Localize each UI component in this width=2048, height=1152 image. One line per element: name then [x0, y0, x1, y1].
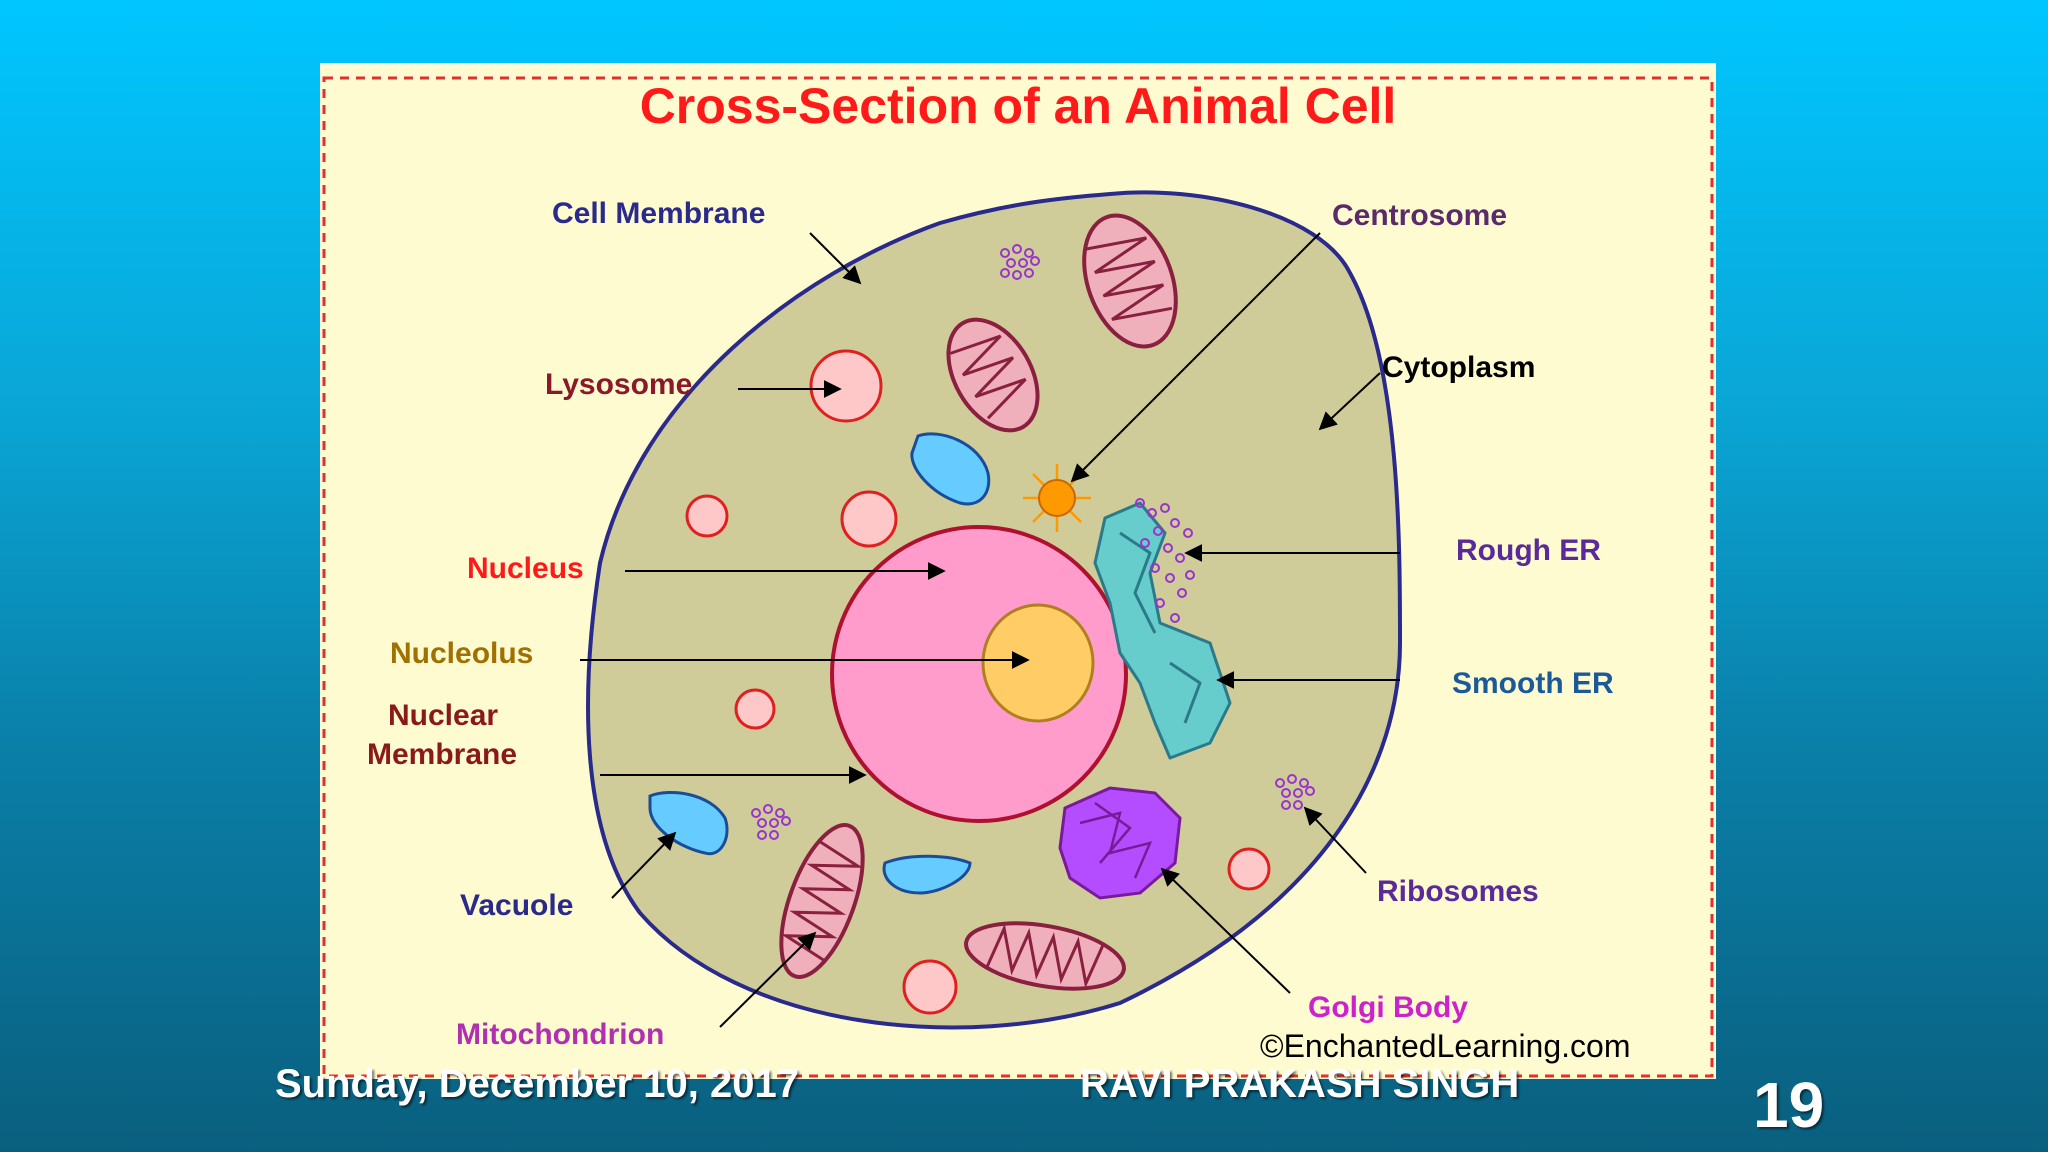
ribosome-clusters — [751, 244, 1315, 840]
footer-date: Sunday, December 10, 2017 — [275, 1062, 799, 1106]
vacuoles — [648, 432, 991, 895]
nucleus — [830, 525, 1128, 823]
pointer-cytoplasm — [1318, 372, 1381, 431]
label-nuclear-membrane-line1: Nuclear — [388, 699, 498, 732]
lysosome — [840, 490, 898, 548]
pointer-vacuole — [611, 831, 677, 899]
label-lysosome: Lysosome — [545, 368, 692, 401]
label-ribosomes: Ribosomes — [1377, 875, 1539, 908]
pointer-cell-membrane — [809, 232, 862, 285]
vacuole — [882, 854, 972, 895]
rough-er — [1135, 498, 1195, 623]
pointer-ribosomes — [1303, 806, 1367, 874]
vacuole — [648, 791, 729, 856]
lysosome — [734, 688, 776, 730]
label-cytoplasm: Cytoplasm — [1382, 351, 1535, 384]
label-mitochondrion: Mitochondrion — [456, 1018, 664, 1051]
vacuole — [910, 432, 991, 506]
pointer-mitochondrion — [719, 931, 817, 1028]
pointer-golgi-body — [1160, 867, 1291, 994]
ribosome-cluster — [1275, 774, 1315, 810]
slide-page-number: 19 — [1753, 1069, 1825, 1141]
copyright-text: ©EnchantedLearning.com — [1260, 1028, 1630, 1064]
lysosome — [685, 494, 729, 538]
diagram-title: Cross-Section of an Animal Cell — [640, 78, 1397, 134]
label-centrosome: Centrosome — [1332, 199, 1507, 232]
slide-panel: Cross-Section of an Animal Cell — [320, 63, 1716, 1079]
lysosome — [809, 349, 883, 423]
label-rough-er: Rough ER — [1456, 534, 1601, 567]
label-vacuole: Vacuole — [460, 889, 573, 922]
mitochondrion — [946, 317, 1040, 433]
lysosome — [902, 959, 958, 1015]
lysosome — [1227, 847, 1271, 891]
pointer-lines — [580, 232, 1400, 1028]
label-nuclear-membrane-line2: Membrane — [367, 738, 517, 771]
ribosome-cluster — [751, 804, 791, 840]
golgi-body — [1058, 786, 1182, 900]
label-nucleolus: Nucleolus — [390, 637, 533, 670]
dashed-border — [322, 76, 1714, 1078]
label-cell-membrane: Cell Membrane — [552, 197, 765, 230]
lysosomes — [685, 349, 1271, 1015]
cell-diagram: Cross-Section of an Animal Cell — [322, 76, 1714, 1078]
footer-author: RAVI PRAKASH SINGH — [1080, 1062, 1520, 1106]
ribosome-cluster — [1000, 244, 1040, 280]
label-smooth-er: Smooth ER — [1452, 667, 1614, 700]
label-nucleus: Nucleus — [467, 552, 584, 585]
nucleolus — [981, 603, 1095, 723]
mitochondrion — [964, 921, 1126, 991]
mitochondrion — [1082, 213, 1178, 349]
centrosome — [1023, 464, 1091, 532]
smooth-er — [1093, 501, 1232, 760]
pointer-centrosome — [1070, 232, 1321, 483]
label-golgi-body: Golgi Body — [1308, 991, 1468, 1024]
